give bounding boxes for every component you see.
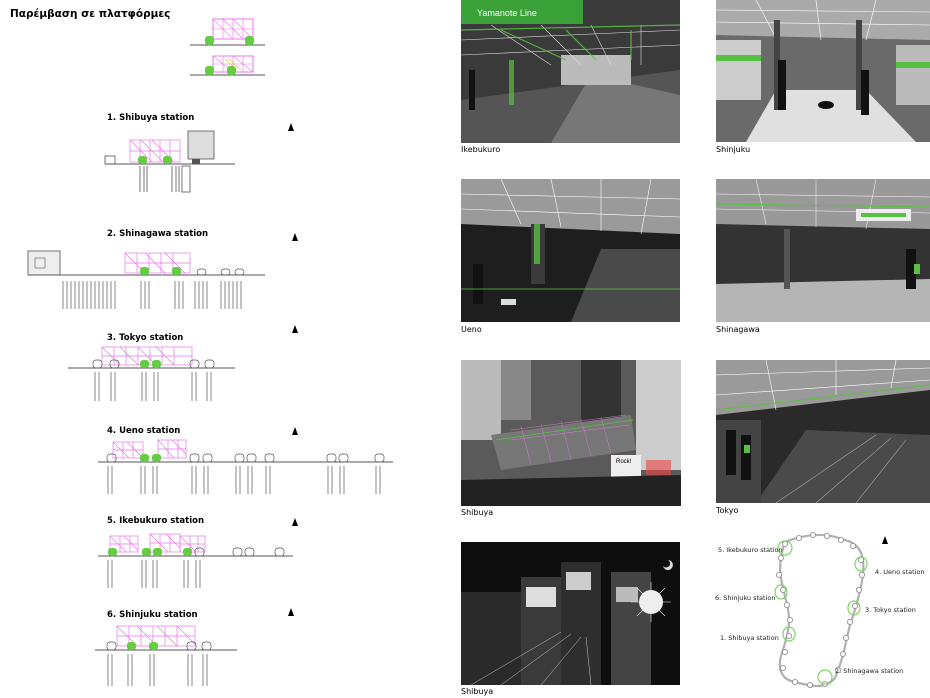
legend-diagrams	[190, 18, 265, 76]
station-title-tokyo: 3. Tokyo station	[107, 333, 184, 343]
station-title-ikebukuro: 5. Ikebukuro station	[107, 516, 205, 526]
photo-shibuya-night	[461, 542, 680, 685]
north-arrow-icon	[288, 123, 294, 131]
highlighted-stations	[774, 540, 868, 685]
photo-caption: Ikebukuro	[461, 145, 501, 154]
station-title-shinagawa: 2. Shinagawa station	[107, 229, 209, 239]
map-label-ikebukuro: 5. Ikebukuro station	[718, 546, 783, 554]
map-label-shinjuku: 6. Shinjuku station	[715, 594, 775, 602]
map-label-ueno: 4. Ueno station	[875, 568, 925, 576]
station-title-ueno: 4. Ueno station	[107, 426, 181, 436]
photo-caption: Tokyo	[716, 506, 739, 515]
photo-caption: Shibuya	[461, 687, 494, 696]
north-arrow-icon	[288, 608, 294, 616]
map-label-shibuya: 1. Shibuya station	[720, 634, 779, 642]
loop-line	[778, 533, 865, 688]
station-title-shinjuku: 6. Shinjuku station	[107, 610, 198, 620]
station-diagram-shinagawa	[27, 250, 265, 309]
yamanote-loop-map: 5. Ikebukuro station 4. Ueno station 6. …	[715, 532, 925, 688]
loop-stations	[776, 532, 865, 688]
station-diagram-ikebukuro	[98, 533, 293, 588]
photo-caption: Shinagawa	[716, 325, 760, 334]
map-label-shinagawa: 2. Shinagawa station	[835, 667, 903, 675]
photo-caption: Shibuya	[461, 508, 494, 517]
station-diagram-shibuya	[104, 130, 235, 193]
photo-shinagawa	[716, 179, 930, 322]
photo-caption: Ueno	[461, 325, 482, 334]
photo-tokyo	[716, 360, 930, 503]
photo-shibuya-aerial: Rock!	[461, 360, 681, 506]
page-title: Παρέμβαση σε πλατφόρμες	[10, 8, 171, 20]
station-title-shibuya: 1. Shibuya station	[107, 113, 195, 123]
photo-ueno	[461, 179, 680, 322]
photo-ikebukuro: Yamanote Line	[461, 0, 680, 143]
north-arrow-icon	[292, 233, 298, 241]
north-arrow-icon	[292, 325, 298, 333]
legend-diagram-1	[190, 18, 265, 46]
map-label-tokyo: 3. Tokyo station	[865, 606, 916, 614]
north-arrow-icon	[292, 427, 298, 435]
billboard-text: Rock!	[616, 459, 632, 465]
photo-caption: Shinjuku	[716, 145, 751, 154]
photo-shinjuku	[716, 0, 930, 142]
legend-diagram-2	[190, 55, 265, 76]
station-diagram-shinjuku	[95, 625, 237, 686]
north-arrow-icon	[292, 518, 298, 526]
station-diagram-tokyo	[68, 346, 235, 401]
line-sign-text: Yamanote Line	[477, 8, 537, 18]
station-diagram-ueno	[98, 439, 393, 494]
north-arrow-icon	[882, 536, 888, 544]
